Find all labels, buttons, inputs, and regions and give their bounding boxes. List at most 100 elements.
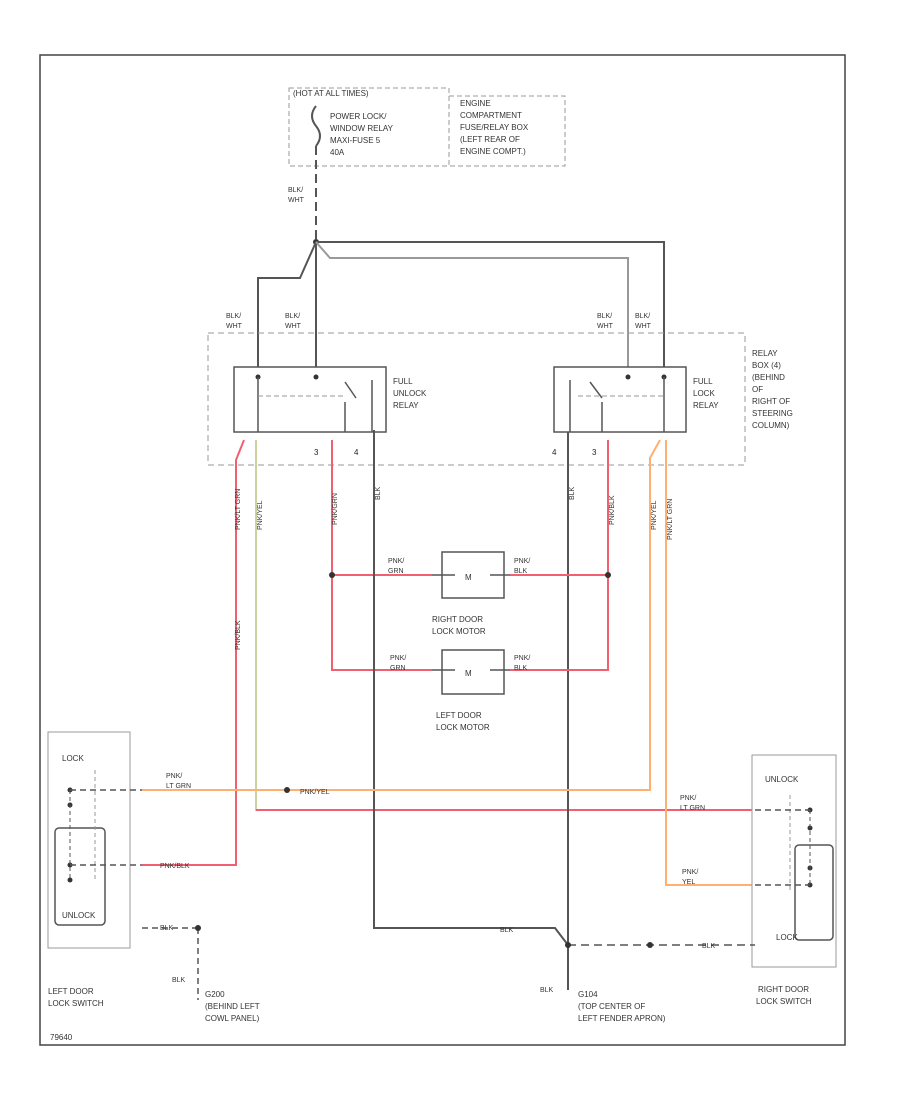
fuse-name-line3: MAXI-FUSE 5 [330,136,381,145]
full-unlock-relay: FULL UNLOCK RELAY 3 4 [233,366,427,457]
ground-right-line2: LEFT FENDER APRON) [578,1014,666,1023]
lock-relay-name-line1: FULL [693,377,713,386]
rsw-gnd-wire-label: BLK [702,943,716,950]
unlock-relay-pin-4: 4 [354,448,359,457]
left-gnd-wire-label: BLK [160,925,174,932]
fuse-box-line2: COMPARTMENT [460,111,522,120]
lock-relay-pin-3: 3 [592,448,597,457]
ground-right-line1: (TOP CENTER OF [578,1002,645,1011]
ul-wire-a-label-2: WHT [226,323,243,330]
rdm-left-wire-label-2: GRN [388,568,404,575]
ul-wire-b-label-2: WHT [285,323,302,330]
left-motor-label-1: LEFT DOOR [436,711,482,720]
fuse-box-line3: FUSE/RELAY BOX [460,123,529,132]
wire-label-pnk-grn-unlock: PNK/GRN [332,493,339,525]
relay-box-line7: COLUMN) [752,421,790,430]
left-gnd-wire-label-2: BLK [172,977,186,984]
relay-box-line6: STEERING [752,409,793,418]
unlock-relay-name-line2: UNLOCK [393,389,427,398]
right-door-lock-switch: UNLOCK LOCK RIGHT DOOR LOCK SWITCH PNK/ … [680,754,837,1006]
relay-output-wires: PNK/LT GRN PNK/YEL PNK/GRN BLK PNK/BLK B… [142,430,755,990]
ul-wire-a-label-1: BLK/ [226,313,241,320]
lsw-lock-wire-label-1: PNK/ [166,773,182,780]
rsw-lock-wire-label-1: PNK/ [682,869,698,876]
fuse-name-line2: WINDOW RELAY [330,124,394,133]
ldm-right-wire-label-2: BLK [514,665,528,672]
full-lock-relay: FULL LOCK RELAY 4 3 [552,366,719,457]
diagram-frame [39,54,846,1046]
relay-box-line3: (BEHIND [752,373,785,382]
right-switch-lock-label: LOCK [776,933,798,942]
main-wire-label-1: BLK/ [288,187,303,194]
relay-box-line1: RELAY [752,349,778,358]
rsw-lock-wire-label-2: YEL [682,879,695,886]
main-wire-label-2: WHT [288,197,305,204]
relay-box-line4: OF [752,385,763,394]
lk-wire-b-label-1: BLK/ [635,313,650,320]
fuse-rating: 40A [330,148,345,157]
fuse-hot-at-all-times: (HOT AT ALL TIMES) [293,89,369,98]
lsw-unlock-wire-label: PNK/BLK [160,863,190,870]
lsw-mid-wire-label: PNK/YEL [300,789,330,796]
rdm-right-wire-label-2: BLK [514,568,528,575]
fuse-box-line1: ENGINE [460,99,491,108]
wire-label-pnk-yel-unlock: PNK/YEL [257,500,264,530]
ground-g104: BLK BLK BLK G104 (TOP CENTER OF LEFT FEN… [500,927,755,1023]
fuse-name-line1: POWER LOCK/ [330,112,387,121]
rdm-left-wire-label-1: PNK/ [388,558,404,565]
left-door-lock-motor: M LEFT DOOR LOCK MOTOR PNK/ GRN PNK/ BLK [390,649,530,732]
main-feed-wires: BLK/ WHT BLK/ WHT BLK/ WHT BLK/ WHT BLK/… [226,146,665,370]
left-motor-symbol: M [465,669,472,678]
lk-wire-a-label-2: WHT [597,323,614,330]
right-switch-name-line2: LOCK SWITCH [756,997,812,1006]
ground-right-id: G104 [578,990,598,999]
lsw-lock-wire-label-2: LT GRN [166,783,191,790]
left-door-lock-switch: LOCK UNLOCK LEFT DOOR LOCK SWITCH PNK/ L… [47,731,330,1008]
unlock-relay-name-line3: RELAY [393,401,419,410]
right-gnd-wire-label: BLK [540,987,554,994]
wire-label-pnk-blk-unlock: PNK/BLK [235,620,242,650]
figure-id: 79640 [50,1033,73,1042]
lock-relay-pin-4: 4 [552,448,557,457]
wire-label-blk-lock: BLK [569,486,576,500]
wire-label-pnk-lt-grn-unlock: PNK/LT GRN [235,489,242,530]
relay-box: RELAY BOX (4) (BEHIND OF RIGHT OF STEERI… [207,332,793,466]
fuse-box-line4: (LEFT REAR OF [460,135,520,144]
relay-box-line2: BOX (4) [752,361,781,370]
ground-left-id: G200 [205,990,225,999]
rdm-right-wire-label-1: PNK/ [514,558,530,565]
right-door-lock-motor: M RIGHT DOOR LOCK MOTOR PNK/ GRN PNK/ BL… [388,551,530,636]
right-switch-name-line1: RIGHT DOOR [758,985,809,994]
ul-wire-b-label-1: BLK/ [285,313,300,320]
unlock-relay-name-line1: FULL [393,377,413,386]
fuse-box-line5: ENGINE COMPT.) [460,147,526,156]
right-motor-label-2: LOCK MOTOR [432,627,486,636]
right-motor-label-1: RIGHT DOOR [432,615,483,624]
lock-relay-name-line3: RELAY [693,401,719,410]
left-switch-name-line2: LOCK SWITCH [48,999,104,1008]
wire-label-pnk-lt-grn-lock: PNK/LT GRN [667,499,674,540]
ldm-left-wire-label-2: GRN [390,665,406,672]
lk-wire-b-label-2: WHT [635,323,652,330]
wire-label-blk-unlock: BLK [375,486,382,500]
left-switch-lock-label: LOCK [62,754,84,763]
bottom-blk-wire-label: BLK [500,927,514,934]
rsw-unlock-wire-label-2: LT GRN [680,805,705,812]
unlock-relay-pin-3: 3 [314,448,319,457]
right-motor-symbol: M [465,573,472,582]
fuse-box: (HOT AT ALL TIMES) POWER LOCK/ WINDOW RE… [288,87,566,167]
left-switch-unlock-label: UNLOCK [62,911,96,920]
ground-left-line2: COWL PANEL) [205,1014,260,1023]
rsw-unlock-wire-label-1: PNK/ [680,795,696,802]
ground-left-line1: (BEHIND LEFT [205,1002,260,1011]
ground-g200: BLK BLK G200 (BEHIND LEFT COWL PANEL) [142,925,260,1023]
left-switch-name-line1: LEFT DOOR [48,987,94,996]
lock-relay-name-line2: LOCK [693,389,715,398]
ldm-right-wire-label-1: PNK/ [514,655,530,662]
wire-label-pnk-yel-lock: PNK/YEL [651,500,658,530]
lk-wire-a-label-1: BLK/ [597,313,612,320]
relay-box-line5: RIGHT OF [752,397,790,406]
wire-label-pnk-blk-lock: PNK/BLK [609,495,616,525]
ldm-left-wire-label-1: PNK/ [390,655,406,662]
